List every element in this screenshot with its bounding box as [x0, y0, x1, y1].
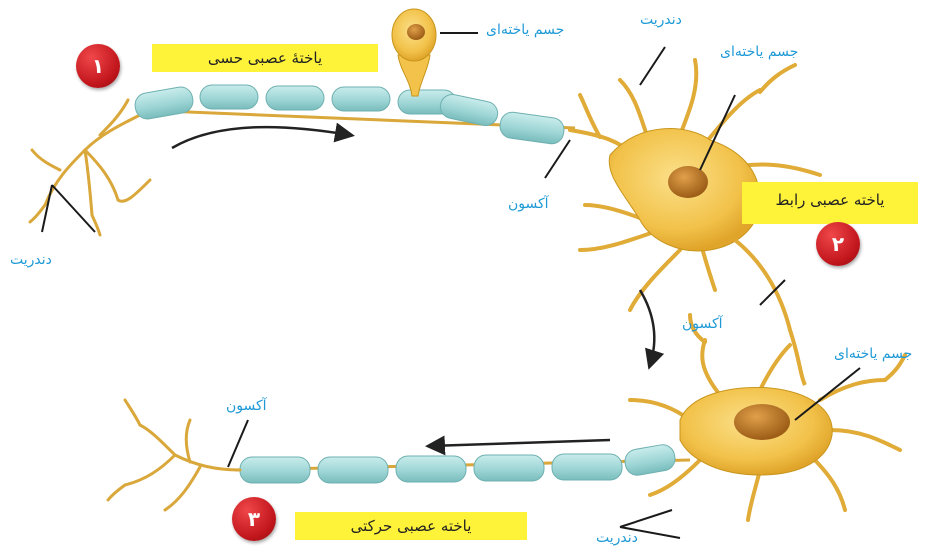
- motor-neuron-banner: یاخته عصبی حرکتی: [295, 512, 527, 540]
- flow-arrow-bottom: [430, 440, 610, 446]
- sensory-neuron-banner: یاختهٔ عصبی حسی: [152, 44, 378, 72]
- label-inter-cell-body: جسم یاخته‌ای: [720, 44, 798, 60]
- motor-axon-terminal: [108, 400, 240, 510]
- label-motor-dendrite: دندریت: [596, 530, 638, 546]
- flow-arrow-top: [172, 127, 350, 148]
- badge-sensory: ۱: [76, 44, 120, 88]
- flow-arrow-right: [640, 290, 654, 365]
- sensory-nucleus: [407, 24, 425, 40]
- interneuron-nucleus: [668, 166, 708, 198]
- motor-neuron: [108, 315, 905, 520]
- badge-motor: ۳: [232, 497, 276, 541]
- interneuron-axon: [735, 240, 805, 385]
- sensory-dendrite-tree: [30, 100, 150, 235]
- label-sensory-axon: آکسون: [508, 196, 549, 212]
- label-sensory-dendrite: دندریت: [10, 252, 52, 268]
- badge-interneuron: ۲: [816, 222, 860, 266]
- sensory-neuron: [30, 9, 575, 235]
- label-inter-axon: آکسون: [682, 316, 723, 332]
- label-motor-cell-body: جسم یاخته‌ای: [834, 346, 912, 362]
- label-sensory-cell-body: جسم یاخته‌ای: [486, 22, 564, 38]
- label-inter-dendrite: دندریت: [640, 12, 682, 28]
- motor-myelin: [240, 443, 677, 483]
- interneuron-banner: یاخته عصبی رابط: [742, 182, 918, 224]
- motor-nucleus: [734, 404, 790, 440]
- label-motor-axon: آکسون: [226, 398, 267, 414]
